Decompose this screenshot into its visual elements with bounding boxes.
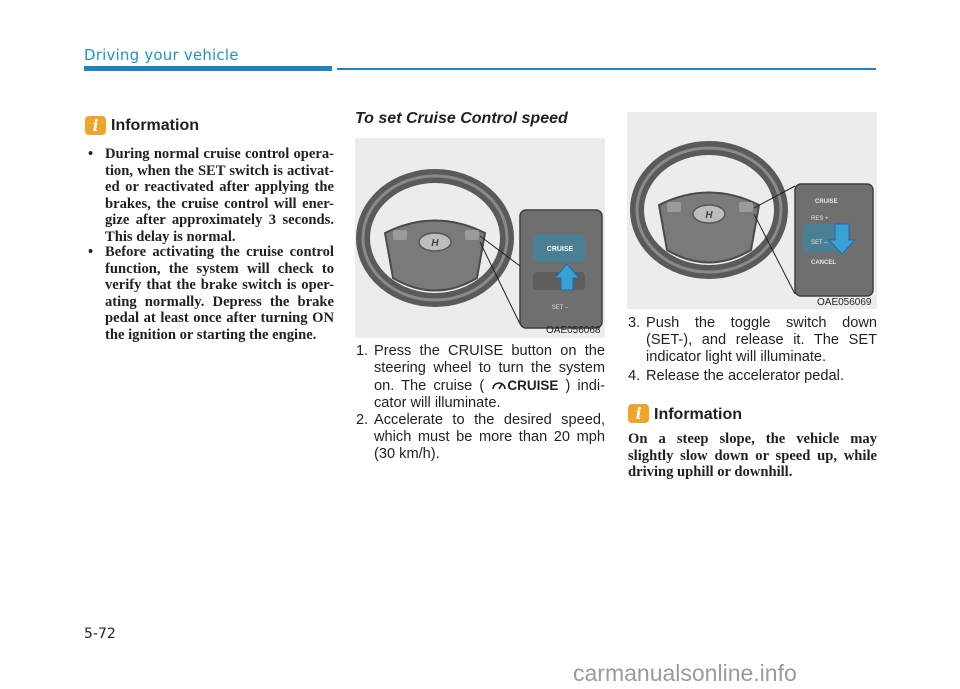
info-bullet: • During normal cruise control opera- ti… <box>88 146 334 246</box>
section-subheading: To set Cruise Control speed <box>355 110 568 127</box>
step-item: 2. Accelerate to the desired speed, whic… <box>356 412 605 463</box>
set-switch-label: SET – <box>811 240 828 246</box>
page-number: 5-72 <box>84 626 116 642</box>
info-icon: i <box>85 116 106 135</box>
cruise-switch-label: CRUISE <box>815 199 838 205</box>
cancel-switch-label: CANCEL <box>811 260 836 266</box>
figure-label: OAE056068 <box>546 325 601 336</box>
step-item: 1. Press the CRUISE button on the steeri… <box>356 343 605 412</box>
steering-wheel-figure-1: H CRUISE SET – <box>355 138 605 338</box>
svg-text:H: H <box>431 238 439 249</box>
step-text: Release the accelerator pedal. <box>646 368 844 384</box>
svg-text:H: H <box>705 210 713 221</box>
step-number: 1. <box>356 343 369 359</box>
steering-wheel-illustration: H CRUISE SET – <box>356 169 603 329</box>
info-icon: i <box>628 404 649 423</box>
info-heading: Information <box>111 117 199 134</box>
step-number: 3. <box>628 315 641 331</box>
step-number: 4. <box>628 368 641 384</box>
step-item: 4. Release the accelerator pedal. <box>628 368 877 385</box>
section-title: Driving your vehicle <box>84 46 239 64</box>
header-rule-thin <box>337 68 876 70</box>
watermark-text: carmanualsonline.info <box>573 660 797 686</box>
steering-wheel-figure-2: H CRUISE RES + SET – CANCEL <box>627 112 877 309</box>
step-number: 2. <box>356 412 369 428</box>
header-rule-thick <box>84 66 332 71</box>
bullet-dot: • <box>88 146 94 162</box>
step-text: Push the toggle switch down (SET-), and … <box>646 315 877 365</box>
info-text: On a steep slope, the vehicle may slight… <box>628 431 877 481</box>
step-text: ) indi- cator will illuminate. <box>374 378 605 411</box>
info-bullet-text: Before activating the cruise control fun… <box>105 244 334 343</box>
info-heading: Information <box>654 406 742 423</box>
cruise-indicator-icon: CRUISE <box>491 377 558 394</box>
info-bullet-text: During normal cruise control opera- tion… <box>105 146 334 245</box>
bullet-dot: • <box>88 244 94 260</box>
res-switch-label: RES + <box>811 216 829 222</box>
figure-label: OAE056069 <box>817 297 872 308</box>
step-text: Accelerate to the desired speed, which m… <box>374 412 605 462</box>
cruise-indicator-label: CRUISE <box>507 378 559 393</box>
info-bullet: • Before activating the cruise control f… <box>88 244 334 344</box>
step-item: 3. Push the toggle switch down (SET-), a… <box>628 315 877 366</box>
cruise-switch-label: CRUISE <box>547 246 574 253</box>
step-text: Press the CRUISE button on the steering … <box>374 343 605 394</box>
steering-wheel-illustration: H CRUISE RES + SET – CANCEL <box>630 141 874 297</box>
set-switch-label: SET – <box>552 305 569 311</box>
